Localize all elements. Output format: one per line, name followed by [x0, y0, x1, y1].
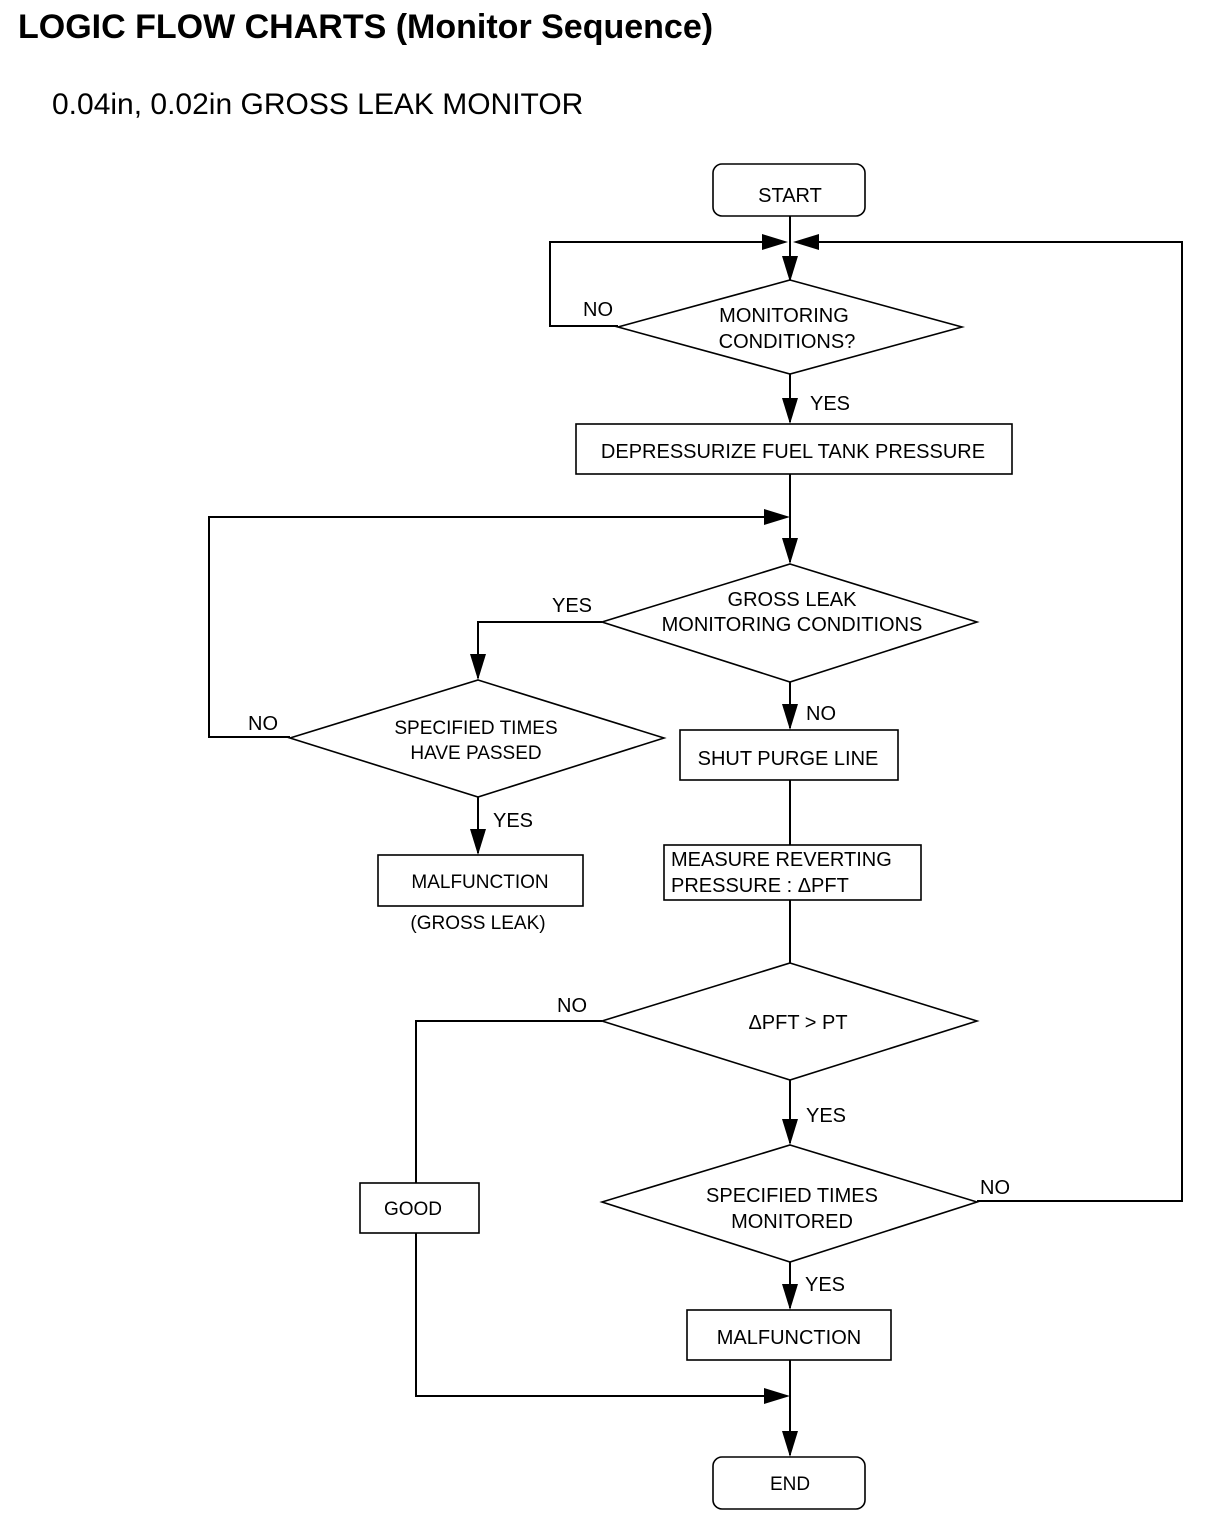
arrowhead	[782, 1284, 798, 1310]
malfunction-gross-label: MALFUNCTION	[411, 872, 548, 893]
good-label: GOOD	[384, 1199, 442, 1220]
arrowhead	[764, 509, 790, 525]
monitored-no-label: NO	[980, 1177, 1010, 1199]
depressurize-process: DEPRESSURIZE FUEL TANK PRESSURE	[575, 423, 1013, 475]
edge-passed-no-loop	[208, 516, 770, 738]
specified-times-passed-decision: SPECIFIED TIMES HAVE PASSED	[287, 679, 667, 798]
malfunction-process: MALFUNCTION	[686, 1309, 892, 1361]
monitoring-conditions-line2: CONDITIONS?	[719, 331, 856, 353]
monitored-line1: SPECIFIED TIMES	[706, 1185, 878, 1207]
monitored-yes-label: YES	[805, 1274, 845, 1296]
malfunction-label: MALFUNCTION	[717, 1327, 861, 1349]
arrowheads	[470, 234, 819, 1457]
arrowhead	[782, 704, 798, 730]
edge-monitored-no-loop	[812, 241, 1183, 1202]
pft-yes-label: YES	[806, 1105, 846, 1127]
end-label: END	[770, 1474, 810, 1495]
gross-leak-line1: GROSS LEAK	[728, 589, 858, 611]
monitoring-no-label: NO	[583, 299, 613, 321]
end-terminal: END	[712, 1456, 866, 1510]
monitoring-yes-label: YES	[810, 393, 850, 415]
arrowhead	[793, 234, 819, 250]
edge-gross-yes	[477, 621, 602, 678]
gross-leak-line2: MONITORING CONDITIONS	[662, 614, 923, 636]
connectors	[208, 216, 1183, 1455]
good-process: GOOD	[359, 1182, 480, 1234]
monitoring-conditions-line1: MONITORING	[719, 305, 849, 327]
passed-yes-label: YES	[493, 810, 533, 832]
arrowhead	[782, 398, 798, 424]
shut-purge-label: SHUT PURGE LINE	[698, 748, 879, 770]
measure-line1: MEASURE REVERTING	[671, 849, 892, 871]
pft-compare-decision: ΔPFT > PT	[599, 962, 980, 1081]
page-title: LOGIC FLOW CHARTS (Monitor Sequence)	[18, 8, 714, 46]
arrowhead	[764, 1388, 790, 1404]
edge-monitoring-no-loop	[549, 241, 770, 327]
start-terminal: START	[712, 163, 866, 217]
arrowhead	[782, 538, 798, 564]
arrowhead	[782, 1119, 798, 1145]
arrowhead	[782, 1431, 798, 1457]
measure-line2: PRESSURE : ΔPFT	[671, 875, 849, 897]
passed-no-label: NO	[248, 713, 278, 735]
pft-compare-label: ΔPFT > PT	[748, 1012, 847, 1034]
arrowhead	[782, 256, 798, 282]
specified-passed-line1: SPECIFIED TIMES	[394, 718, 557, 739]
gross-leak-decision: GROSS LEAK MONITORING CONDITIONS	[599, 563, 980, 683]
malfunction-gross-note: (GROSS LEAK)	[410, 913, 545, 934]
depressurize-label: DEPRESSURIZE FUEL TANK PRESSURE	[601, 441, 985, 463]
arrowhead	[762, 234, 788, 250]
shut-purge-process: SHUT PURGE LINE	[679, 729, 899, 781]
page-subtitle: 0.04in, 0.02in GROSS LEAK MONITOR	[52, 88, 584, 121]
malfunction-gross-process: MALFUNCTION	[377, 854, 584, 907]
edge-compare-no	[415, 1020, 602, 1183]
start-label: START	[758, 185, 822, 207]
measure-reverting-process: MEASURE REVERTING PRESSURE : ΔPFT	[663, 844, 922, 901]
monitoring-conditions-decision: MONITORING CONDITIONS?	[614, 279, 966, 375]
monitored-line2: MONITORED	[731, 1211, 853, 1233]
arrowhead	[470, 829, 486, 855]
specified-passed-line2: HAVE PASSED	[410, 743, 541, 764]
specified-times-monitored-decision: SPECIFIED TIMES MONITORED	[599, 1144, 980, 1263]
pft-no-label: NO	[557, 995, 587, 1017]
arrowhead	[470, 654, 486, 680]
gross-no-label: NO	[806, 703, 836, 725]
gross-yes-label: YES	[552, 595, 592, 617]
edge-good-to-end	[415, 1233, 770, 1397]
